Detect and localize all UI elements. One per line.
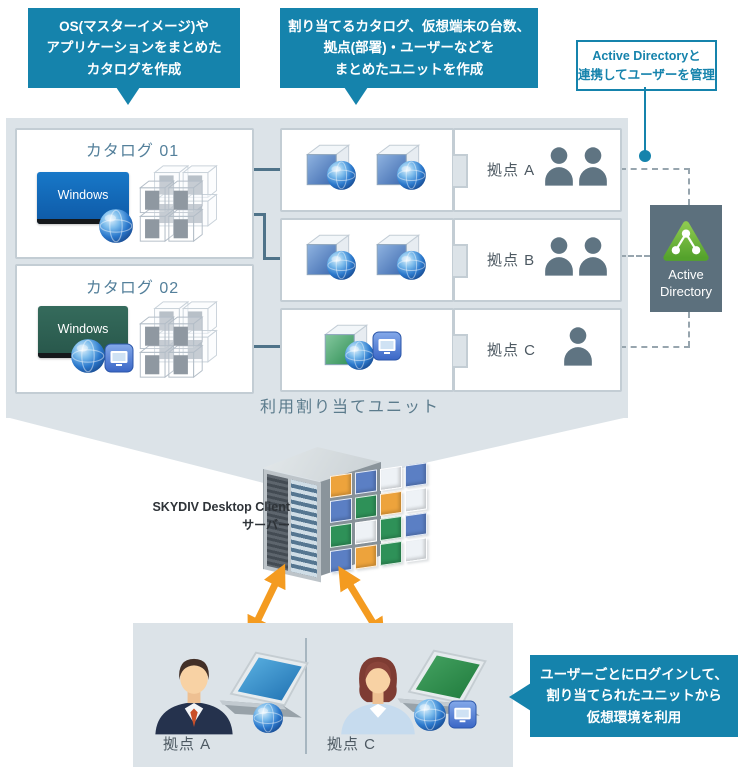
catalog-01-cubes-icon [137,164,235,244]
client-panel-divider [305,638,307,754]
connector-catalog1-unitA [250,168,280,171]
active-directory-icon [662,219,710,263]
vm-app-icon-C [372,331,402,361]
client-site-label-C: 拠点 C [327,736,377,753]
callout-login-line1: ユーザーごとにログインして、 [540,666,728,682]
callout-unit: 割り当てるカタログ、仮想端末の台数、 拠点(部署)・ユーザーなどを まとめたユニ… [280,8,538,88]
vm-icon-B2 [371,230,429,282]
server-sublabel: サーバー [242,518,290,532]
callout-catalog-line1: OS(マスターイメージ)や [59,18,209,34]
person-icon-A2 [578,146,608,186]
unit-caption: 利用割り当てユニット [259,399,440,416]
vm-icon-B1 [301,230,359,282]
callout-active-directory: Active Directoryと 連携してユーザーを管理 [576,40,717,91]
callout-catalog: OS(マスターイメージ)や アプリケーションをまとめた カタログを作成 [28,8,240,88]
person-icon-B2 [578,236,608,276]
site-label-B: 拠点 B [487,252,536,269]
catalog-02-cubes-icon [137,300,235,380]
dashed-siteC-ad-v [688,312,690,347]
callout-unit-line2: 拠点(部署)・ユーザーなどを [323,40,495,56]
callout-ad-line2: 連携してユーザーを管理 [578,67,715,82]
catalog-02-os-label: Windows [57,322,109,336]
dashed-siteA-ad-h [620,168,690,170]
client-site-label-A: 拠点 A [163,736,212,753]
person-icon-A1 [544,146,574,186]
catalog-02-title: カタログ 02 [85,280,180,297]
ad-label-line2: Directory [659,283,712,299]
vm-icon-A2 [371,140,429,192]
callout-unit-pointer [344,87,368,105]
connector-catalog2-unitC [250,345,280,348]
site-box-A-puzzle-notch [453,154,468,188]
active-directory-label: Active Directory [650,267,722,301]
dashed-siteC-ad-h [620,346,690,348]
catalog-02-globe-icon [70,338,106,374]
connector-catalog1-unitB-h1 [250,213,265,216]
callout-catalog-line3: カタログを作成 [86,61,182,77]
ad-callout-connector-line [644,87,646,151]
site-box-B-puzzle-notch [453,244,468,278]
user-icon-siteC [332,648,424,736]
vm-icon-A1 [301,140,359,192]
site-box-C-puzzle-notch [453,334,468,368]
ad-callout-connector-dot [639,150,651,162]
callout-unit-line1: 割り当てるカタログ、仮想端末の台数、 [287,18,531,34]
callout-login: ユーザーごとにログインして、 割り当てられたユニットから 仮想環境を利用 [530,655,738,737]
person-icon-B1 [544,236,574,276]
callout-unit-line3: まとめたユニットを作成 [334,61,484,77]
site-label-A: 拠点 A [487,162,536,179]
callout-login-line3: 仮想環境を利用 [586,709,682,725]
dashed-siteA-ad-v [688,168,690,205]
dashed-siteB-ad-h [620,255,650,257]
catalog-01-title: カタログ 01 [85,143,180,160]
site-box-C [453,308,622,392]
callout-catalog-pointer [116,87,140,105]
user-icon-siteA [148,648,240,736]
connector-catalog1-unitB-v [263,213,266,259]
callout-catalog-line2: アプリケーションをまとめた [46,40,222,56]
server-label: SKYDIV Desktop Client [152,500,290,514]
catalog-01-taskbar [37,219,129,224]
callout-login-line2: 割り当てられたユニットから [546,688,722,704]
site-box-A [453,128,622,212]
active-directory-box: Active Directory [650,205,722,312]
globe-icon-siteC [413,698,447,732]
site-label-C: 拠点 C [487,342,537,359]
globe-icon-siteA [252,702,284,734]
catalog-01-globe-icon [98,208,134,244]
app-icon-siteC [448,700,477,729]
vm-icon-C1 [319,320,377,372]
ad-label-line1: Active [668,267,704,282]
connector-catalog1-unitB-h2 [263,257,280,260]
person-icon-C1 [563,326,593,366]
callout-ad-line1: Active Directoryと [592,48,701,63]
catalog-01-os-label: Windows [57,188,109,202]
callout-login-pointer [509,683,531,711]
catalog-02-app-icon [104,343,134,373]
